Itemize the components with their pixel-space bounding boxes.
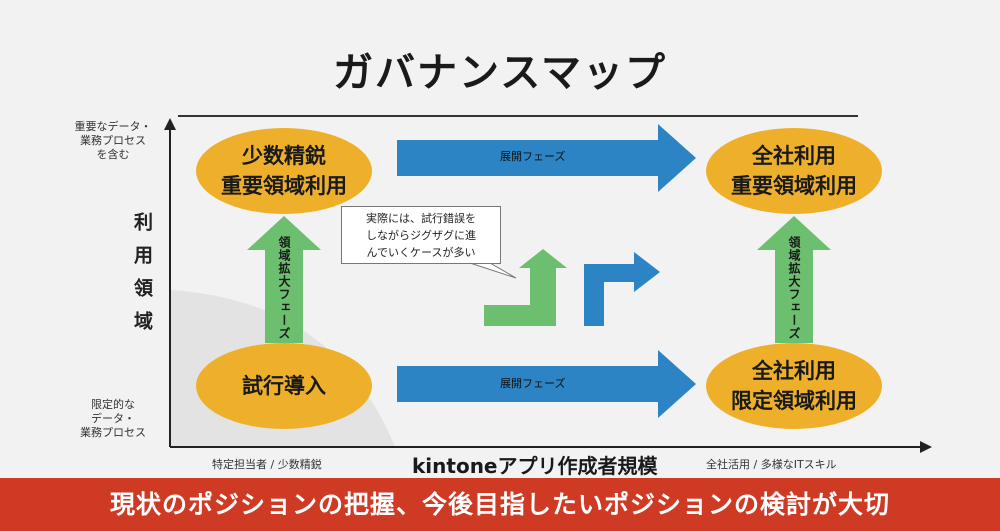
node-bottom-left-line-1: 試行導入 — [242, 374, 326, 398]
y-top-line-1: 重要なデータ・ — [74, 120, 152, 133]
node-bottom-right: 全社利用 限定領域利用 — [714, 356, 874, 416]
arrow-top-horizontal — [397, 124, 696, 192]
x-axis-label: kintoneアプリ作成者規模 — [412, 454, 658, 478]
y-bottom-line-2: データ・ — [91, 412, 135, 425]
node-top-left-line-2: 重要領域利用 — [221, 174, 347, 198]
ellipse-bottom-right — [706, 343, 882, 429]
y-axis-label: 利用領域 — [131, 212, 153, 344]
node-top-right: 全社利用 重要領域利用 — [714, 141, 874, 201]
ellipse-bottom-left — [196, 343, 372, 429]
zigzag-arrow-green — [484, 249, 567, 326]
zigzag-arrow-blue — [584, 252, 660, 326]
arrow-left-label: 領域拡大フェーズ — [277, 236, 291, 340]
node-top-right-line-2: 重要領域利用 — [731, 174, 857, 198]
x-axis-left-note: 特定担当者 / 少数精鋭 — [212, 458, 322, 471]
arrow-right-vertical — [757, 216, 831, 343]
y-top-line-3: を含む — [96, 148, 130, 161]
y-axis-bottom-note: 限定的な データ・ 業務プロセス — [68, 398, 158, 440]
y-bottom-line-1: 限定的な — [91, 398, 135, 411]
ellipse-top-right — [706, 128, 882, 214]
x-axis-right-note: 全社活用 / 多様なITスキル — [706, 458, 837, 471]
bottom-banner: 現状のポジションの把握、今後目指したいポジションの検討が大切 — [0, 478, 1000, 531]
node-bottom-right-line-2: 限定領域利用 — [731, 389, 857, 413]
callout-tail — [469, 262, 517, 279]
y-axis-top-note: 重要なデータ・ 業務プロセス を含む — [68, 120, 158, 162]
ellipse-top-left — [196, 128, 372, 214]
arrow-bottom-label: 展開フェーズ — [500, 377, 566, 390]
node-bottom-left: 試行導入 — [204, 371, 364, 401]
callout-line-1: 実際には、試行錯誤を — [366, 212, 476, 225]
y-bottom-line-3: 業務プロセス — [80, 426, 146, 439]
y-top-line-2: 業務プロセス — [80, 134, 146, 147]
callout-line-2: しながらジグザグに進 — [366, 229, 476, 242]
node-bottom-right-line-1: 全社利用 — [752, 359, 836, 383]
y-axis-arrowhead — [164, 118, 176, 130]
node-top-left: 少数精鋭 重要領域利用 — [204, 141, 364, 201]
node-top-right-line-1: 全社利用 — [752, 144, 836, 168]
page-title: ガバナンスマップ — [333, 50, 667, 96]
arrow-bottom-horizontal — [397, 350, 696, 418]
arrow-right-label: 領域拡大フェーズ — [787, 236, 801, 340]
callout-line-3: んでいくケースが多い — [366, 246, 476, 259]
x-axis-arrowhead — [920, 441, 932, 453]
arrow-top-label: 展開フェーズ — [500, 150, 566, 163]
node-top-left-line-1: 少数精鋭 — [242, 144, 326, 168]
callout-box: 実際には、試行錯誤を しながらジグザグに進 んでいくケースが多い — [341, 206, 501, 264]
arrow-left-vertical — [247, 216, 321, 343]
